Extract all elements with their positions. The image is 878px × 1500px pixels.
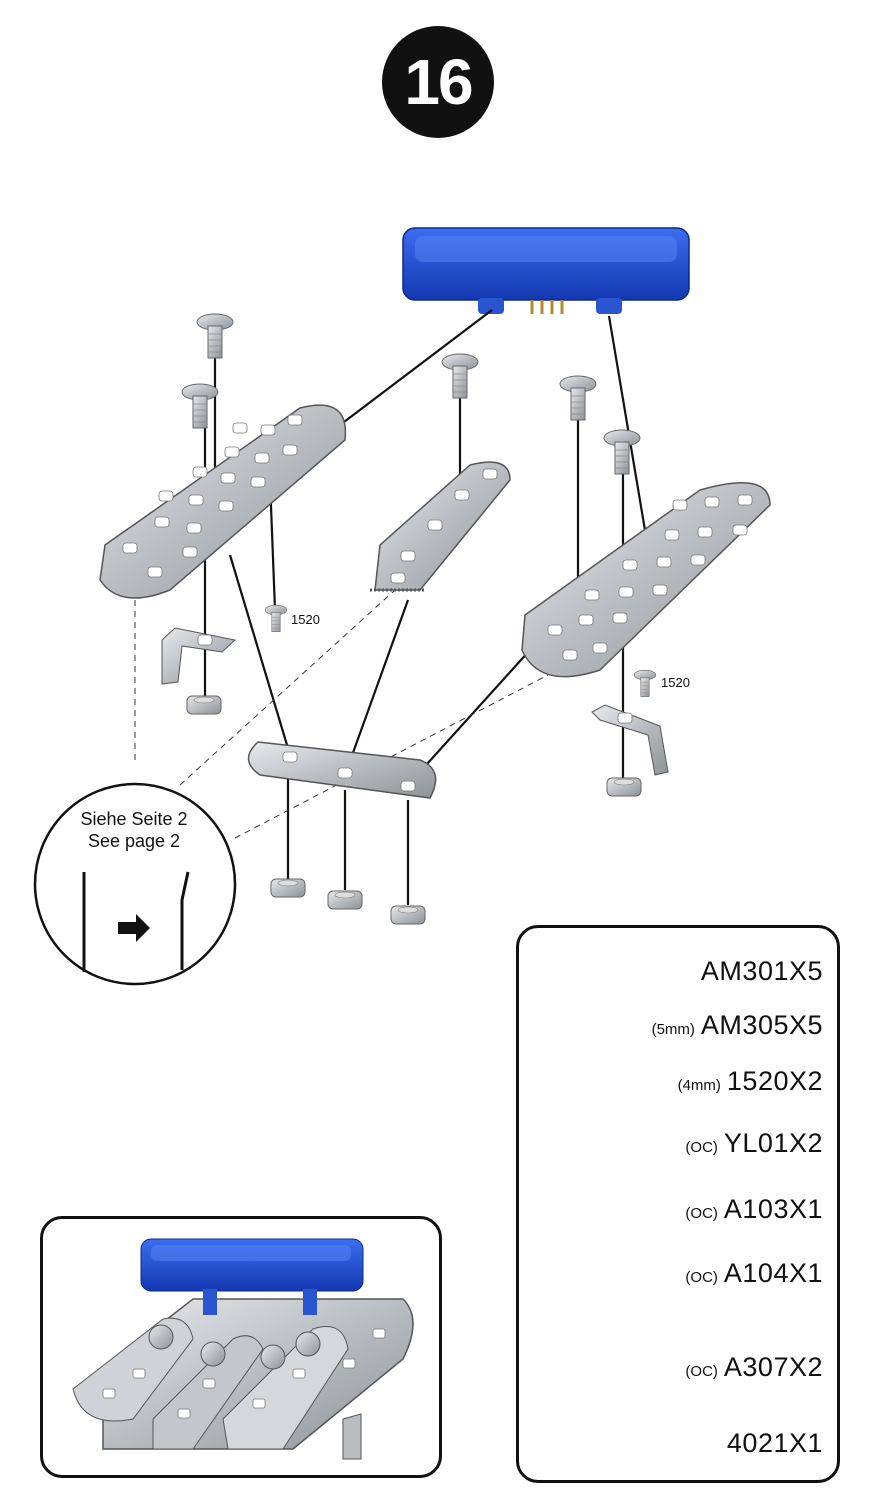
- screw-label-right: 1520: [661, 675, 690, 690]
- parts-list-box: AM301X5 (5mm)AM305X5 (4mm)1520X2 (OC)YL0…: [516, 925, 840, 1483]
- left-angle-bracket: [161, 627, 237, 685]
- part-row-am301: AM301X5: [695, 956, 823, 987]
- assembled-preview: [40, 1216, 442, 1478]
- callout-line-2: See page 2: [87, 831, 181, 851]
- part-code: 1520X2: [726, 1066, 823, 1096]
- part-row-am305: (5mm)AM305X5: [651, 1010, 823, 1040]
- part-code: A307X2: [723, 1352, 823, 1382]
- middle-strip: [370, 461, 511, 592]
- small-screw-left: [264, 604, 288, 632]
- nut-bottom-2: [327, 890, 363, 910]
- nut-bottom-1: [270, 878, 306, 898]
- step-number-badge: 16: [382, 26, 494, 138]
- small-screw-right: [633, 669, 657, 697]
- right-angle-bracket: [591, 704, 669, 776]
- screw-right-back: [559, 375, 597, 421]
- part-code: 4021X1: [726, 1428, 823, 1458]
- part-code: AM301X5: [700, 956, 823, 986]
- blue-module: [402, 227, 690, 314]
- part-code: AM305X5: [700, 1010, 823, 1040]
- bottom-strip: [247, 741, 437, 799]
- screw-left-front: [181, 383, 219, 429]
- left-perforated-plate: [99, 404, 347, 599]
- screw-left-back: [196, 313, 234, 359]
- part-row-a104: (OC)A104X1: [685, 1258, 823, 1288]
- screw-middle: [441, 353, 479, 399]
- part-row-a307: (OC)A307X2: [685, 1352, 823, 1382]
- part-row-a103: (OC)A103X1: [685, 1194, 823, 1224]
- part-row-4021: 4021X1: [721, 1428, 823, 1459]
- nut-bottom-3: [390, 905, 426, 925]
- right-perforated-plate: [521, 482, 771, 678]
- part-code: A104X1: [723, 1258, 823, 1288]
- assembled-preview-image: [72, 1238, 414, 1460]
- part-row-yl01: (OC)YL01X2: [685, 1128, 823, 1158]
- part-row-1520: (4mm)1520X2: [677, 1066, 823, 1096]
- nut-right: [606, 777, 642, 797]
- callout-line-1: Siehe Seite 2: [80, 809, 188, 829]
- arrow-right-icon: [118, 914, 150, 942]
- callout-text: Siehe Seite 2 See page 2: [44, 808, 224, 852]
- part-code: A103X1: [723, 1194, 823, 1224]
- callout-circle: [33, 782, 237, 986]
- screw-label-left: 1520: [291, 612, 320, 627]
- part-code: YL01X2: [723, 1128, 823, 1158]
- nut-left: [186, 695, 222, 715]
